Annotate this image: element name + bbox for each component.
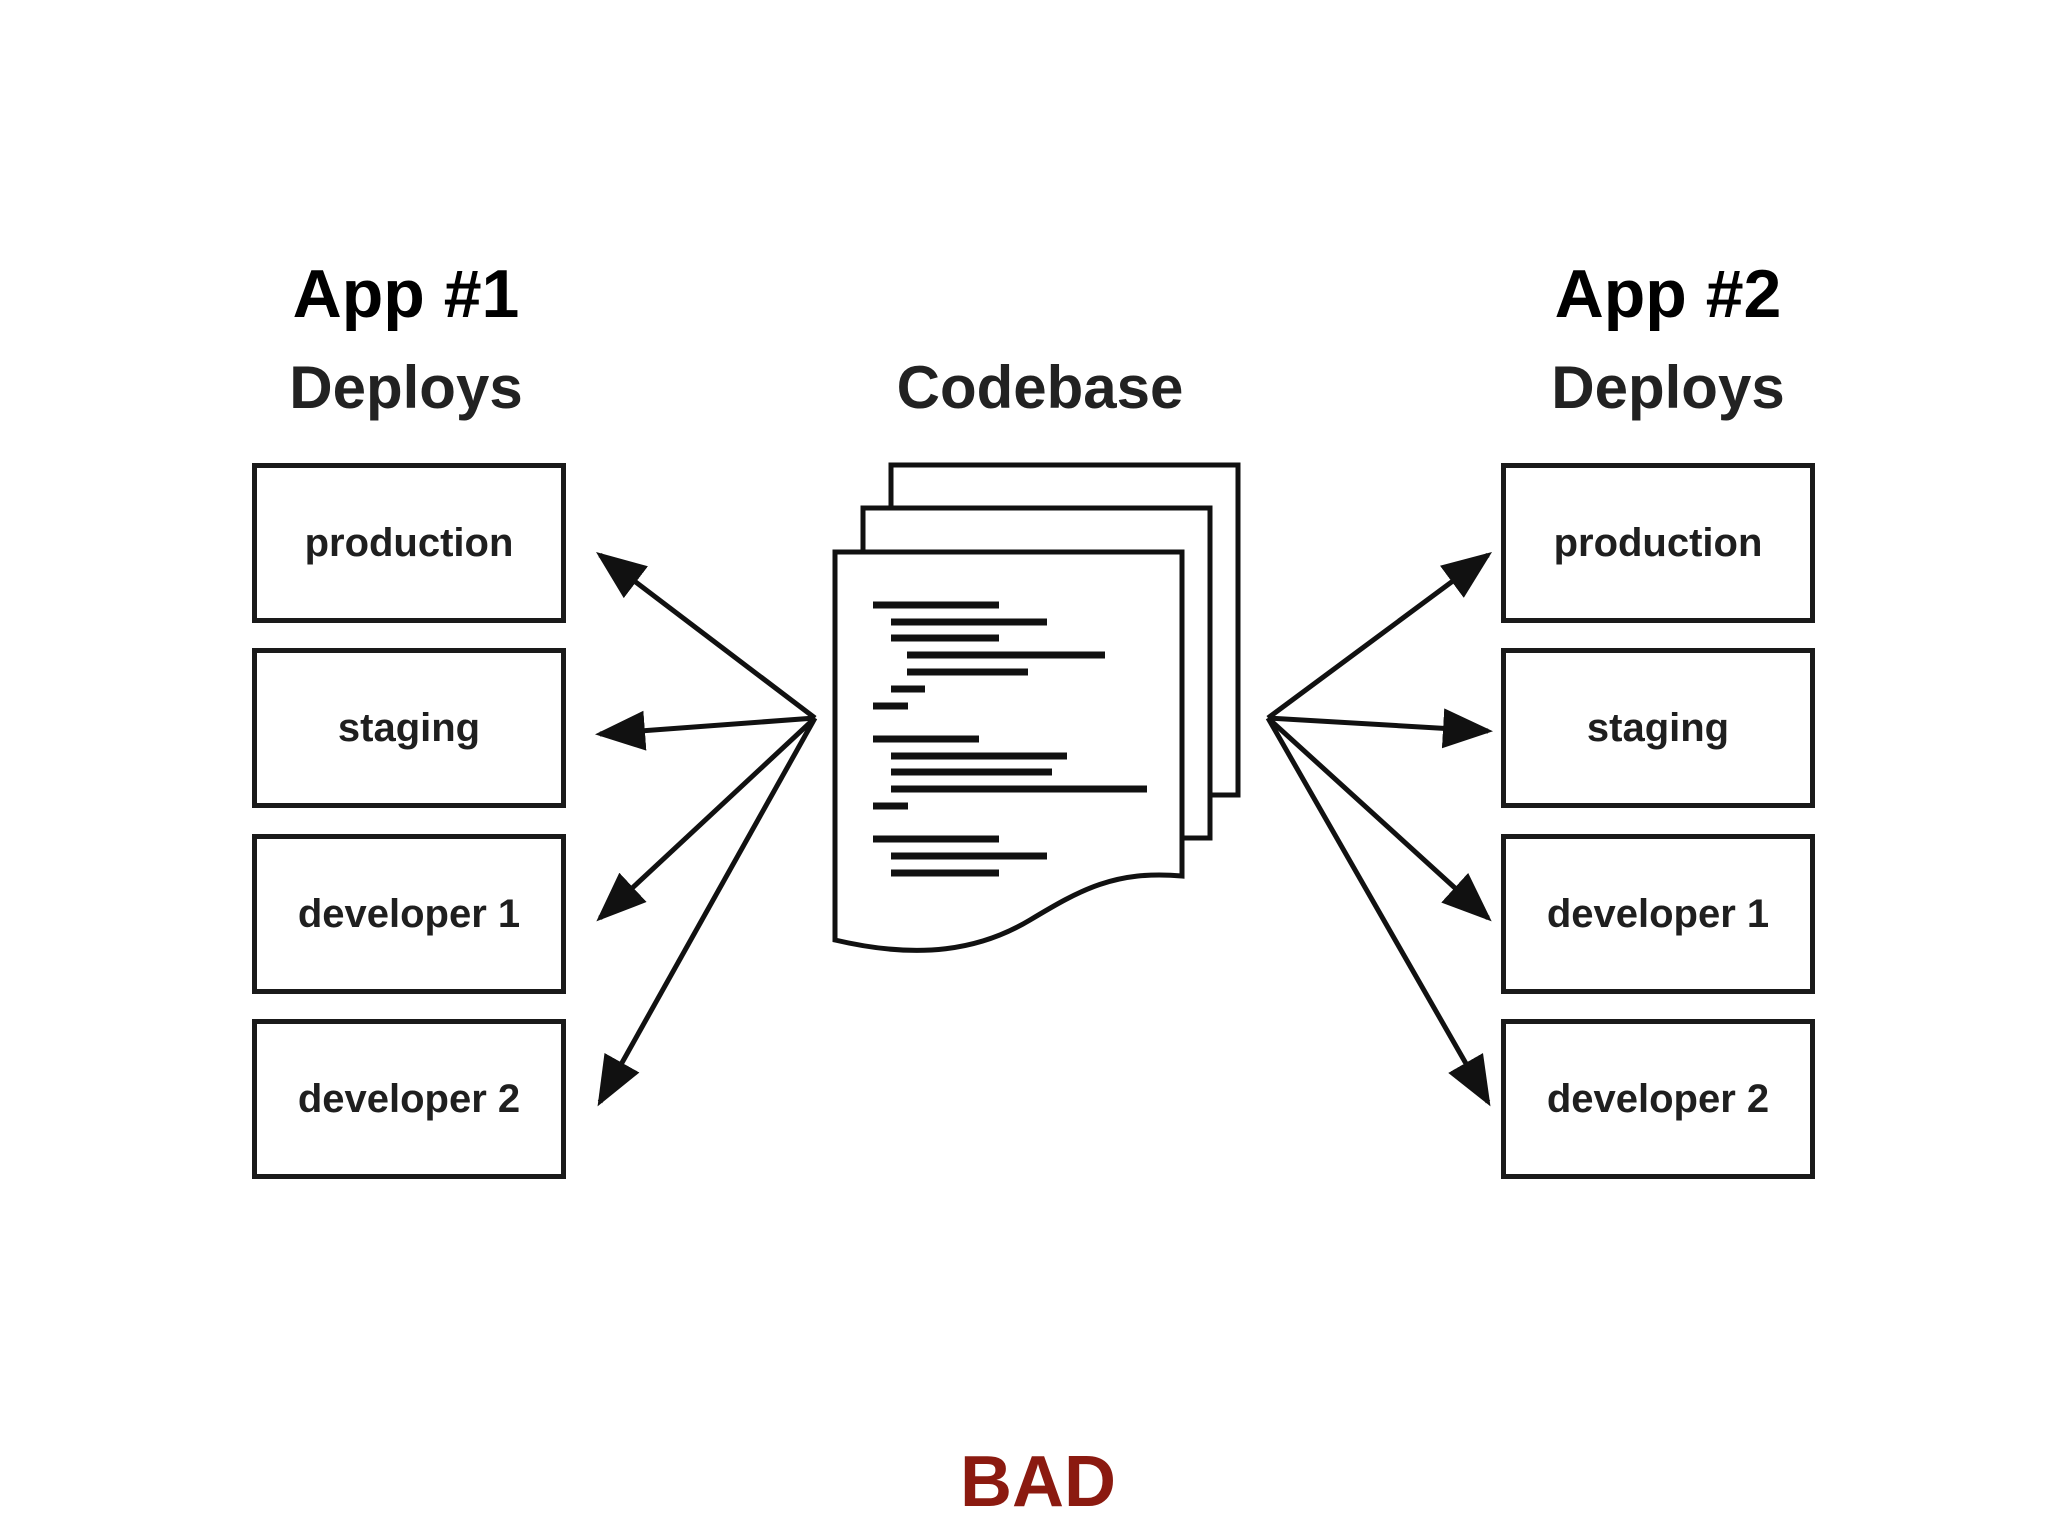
arrow-to-app2-developer-1 bbox=[1266, 716, 1492, 922]
arrow-to-app1-developer-1 bbox=[596, 716, 817, 922]
arrow-to-app2-developer-2 bbox=[1265, 716, 1491, 1107]
codebase-title: Codebase bbox=[896, 354, 1184, 421]
app2-deploy-staging: staging bbox=[1501, 648, 1815, 808]
app1-deploy-developer-2: developer 2 bbox=[252, 1019, 566, 1179]
verdict-label: BAD bbox=[960, 1442, 1116, 1522]
arrow-to-app2-staging bbox=[1267, 708, 1493, 749]
app1-deploy-developer-1: developer 1 bbox=[252, 834, 566, 994]
arrow-to-app1-staging bbox=[595, 710, 816, 751]
codebase-document-stack-icon bbox=[832, 462, 1241, 953]
app2-deploy-production: production bbox=[1501, 463, 1815, 623]
app1-deploy-production: production bbox=[252, 463, 566, 623]
app1-title: App #1 bbox=[292, 256, 520, 332]
app2-title: App #2 bbox=[1554, 256, 1782, 332]
app2-deploy-developer-1: developer 1 bbox=[1501, 834, 1815, 994]
app1-deploys-label: Deploys bbox=[289, 354, 523, 421]
app2-deploys-label: Deploys bbox=[1551, 354, 1785, 421]
arrow-to-app1-production bbox=[596, 551, 817, 720]
arrow-to-app1-developer-2 bbox=[597, 716, 818, 1107]
app2-deploy-developer-2: developer 2 bbox=[1501, 1019, 1815, 1179]
arrow-to-app2-production bbox=[1266, 552, 1493, 721]
document-front-page bbox=[832, 549, 1185, 953]
code-lines bbox=[873, 601, 1147, 877]
app1-deploy-staging: staging bbox=[252, 648, 566, 808]
